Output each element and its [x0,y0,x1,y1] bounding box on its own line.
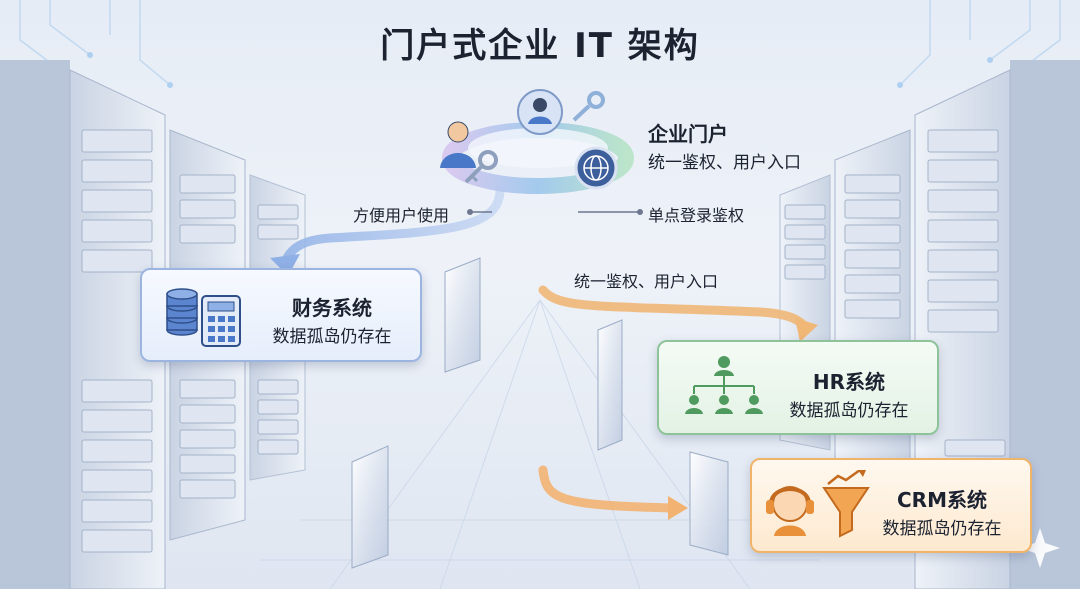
flow-arrows [270,185,818,520]
hr-system-card: HR系统 数据孤岛仍存在 [657,340,939,435]
portal-subtitle: 统一鉴权、用户入口 [648,153,801,173]
finance-system-card: 财务系统 数据孤岛仍存在 [140,268,422,362]
annotation-auth-flow: 统一鉴权、用户入口 [574,272,719,291]
crm-system-card: CRM系统 数据孤岛仍存在 [750,458,1032,553]
finance-system-desc: 数据孤岛仍存在 [272,327,392,347]
hr-system-desc: 数据孤岛仍存在 [789,401,909,421]
crm-system-name: CRM系统 [897,488,987,512]
funnel-chart-icon [822,470,870,538]
headset-agent-icon [766,470,870,538]
sparkle-icon [1020,528,1060,568]
org-chart-icon [685,356,763,414]
annotation-user-convenience: 方便用户使用 [353,206,450,225]
user-key-icon [440,121,498,184]
database-calculator-icon [166,288,241,347]
glass-panels [351,257,729,569]
finance-system-name: 财务系统 [292,296,372,320]
globe-icon [574,146,618,190]
key-icon [572,91,605,122]
hr-system-name: HR系统 [812,370,886,394]
portal-name: 企业门户 [648,122,728,146]
page-title: 门户式企业 IT 架构 [380,26,700,66]
crm-system-desc: 数据孤岛仍存在 [882,519,1002,539]
portal-ring-icon [442,89,634,194]
annotation-sso: 单点登录鉴权 [648,206,745,225]
